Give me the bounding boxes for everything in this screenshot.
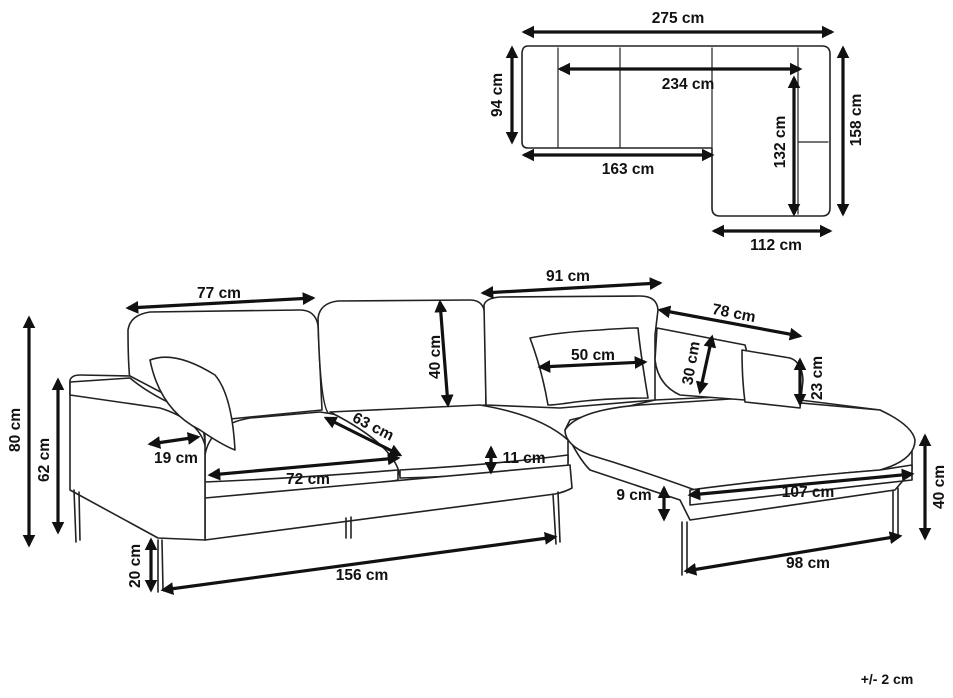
label-arm-width: 19 cm <box>154 450 198 467</box>
arrow-back-height <box>434 299 454 408</box>
label-cushion-width-left: 77 cm <box>197 285 241 302</box>
label-top-total-width: 275 cm <box>652 10 705 27</box>
label-cushion-width-right: 91 cm <box>546 268 590 285</box>
leg-back-left-b <box>78 491 81 541</box>
arrow-chaise-length <box>687 468 915 501</box>
label-base-height: 9 cm <box>616 487 651 504</box>
sofa-base <box>204 464 573 541</box>
arrow-seat-depth <box>323 416 403 457</box>
sofa-perspective <box>69 295 916 593</box>
leg-front-left-b <box>161 539 164 591</box>
dimension-labels: 275 cm 94 cm 234 cm 163 cm 132 cm 158 cm… <box>7 10 948 687</box>
label-overall-height: 80 cm <box>7 408 24 452</box>
back-cushion-middle <box>317 299 487 416</box>
arrow-arm-width <box>147 432 201 449</box>
top-view-outline <box>521 45 831 217</box>
tolerance-note: +/- 2 cm <box>861 671 914 687</box>
label-armrest-height: 23 cm <box>809 356 826 400</box>
arrow-seat-width <box>207 452 401 481</box>
arrow-sofa-base-length <box>160 532 558 595</box>
arrow-chaise-back-length <box>657 305 803 341</box>
arrow-cushion-width-left <box>125 292 316 314</box>
label-top-sofa-length: 163 cm <box>602 161 655 178</box>
leg-back-left-a <box>73 489 77 543</box>
arrow-cushion-width-right <box>480 277 663 299</box>
label-pillow-width: 50 cm <box>571 347 615 364</box>
label-arm-height: 62 cm <box>36 438 53 482</box>
label-sofa-base-length: 156 cm <box>336 567 389 584</box>
label-seat-height: 40 cm <box>931 465 948 509</box>
label-top-chaise-width: 112 cm <box>750 237 802 254</box>
leg-center-b <box>557 491 561 543</box>
chaise-armrest <box>741 349 804 409</box>
label-top-chaise-inner: 132 cm <box>772 116 789 169</box>
label-top-back-depth: 94 cm <box>489 73 506 117</box>
label-top-total-depth: 158 cm <box>848 94 865 147</box>
label-top-inner-width: 234 cm <box>662 76 715 93</box>
arrow-pillow-height <box>695 334 717 395</box>
pillow-left <box>149 356 236 451</box>
label-seat-width: 72 cm <box>286 471 330 488</box>
label-chaise-base-length: 98 cm <box>786 555 830 572</box>
dimension-arrows <box>22 25 932 595</box>
label-back-height: 40 cm <box>427 335 444 379</box>
label-leg-height: 20 cm <box>127 544 144 588</box>
arrow-pillow-width <box>537 356 648 373</box>
label-chaise-length: 107 cm <box>782 484 835 501</box>
arrow-chaise-base-length <box>683 531 903 576</box>
label-seat-thickness: 11 cm <box>502 450 545 467</box>
